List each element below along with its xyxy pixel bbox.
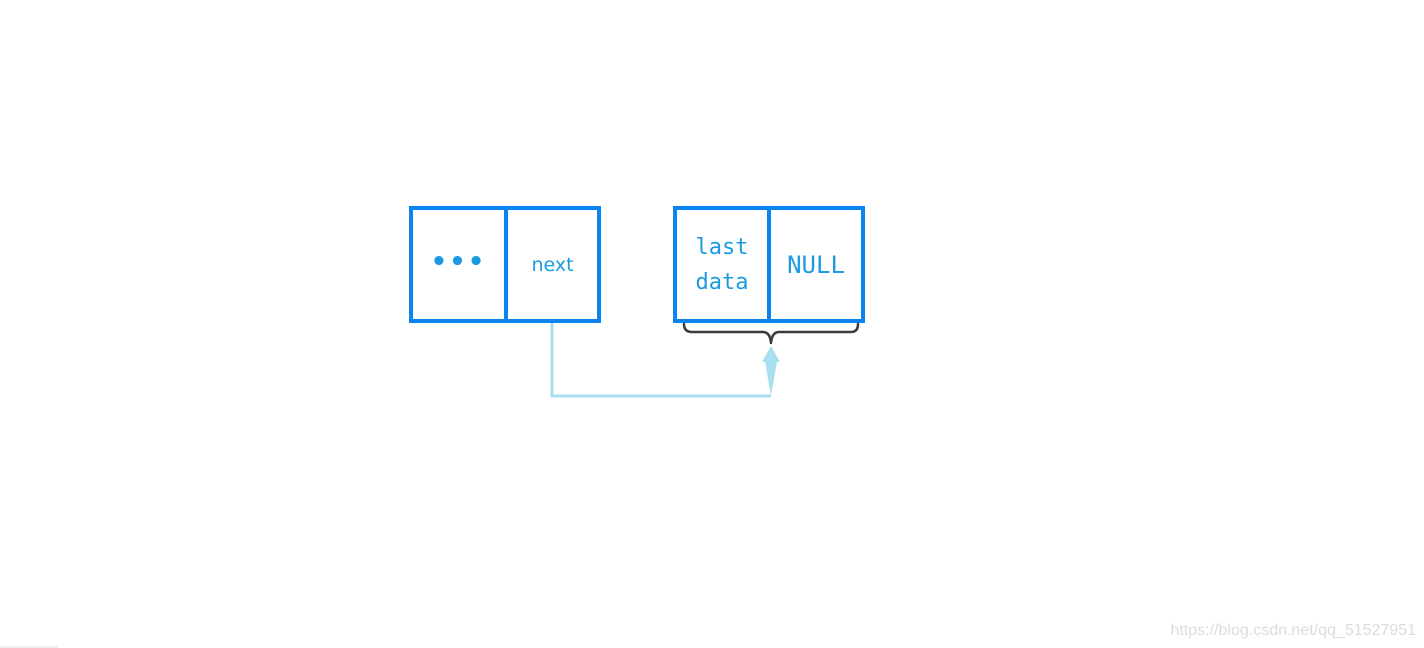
null-label: NULL (787, 250, 845, 279)
curly-brace (682, 322, 860, 345)
ellipsis-label: ••• (430, 246, 487, 277)
previous-node-data-cell: ••• (413, 210, 504, 319)
last-node-data-cell: last data (677, 210, 767, 319)
corner-divider (0, 646, 58, 648)
next-label: next (531, 253, 574, 276)
last-node: last data NULL (673, 206, 865, 323)
pointer-arrowhead (762, 346, 780, 396)
previous-node: ••• next (409, 206, 601, 323)
watermark: https://blog.csdn.net/qq_51527951 (1170, 622, 1416, 639)
last-node-next-cell: NULL (767, 210, 861, 319)
last-data-label: last data (695, 234, 749, 295)
pointer-line (550, 323, 771, 398)
previous-node-next-cell: next (504, 210, 597, 319)
